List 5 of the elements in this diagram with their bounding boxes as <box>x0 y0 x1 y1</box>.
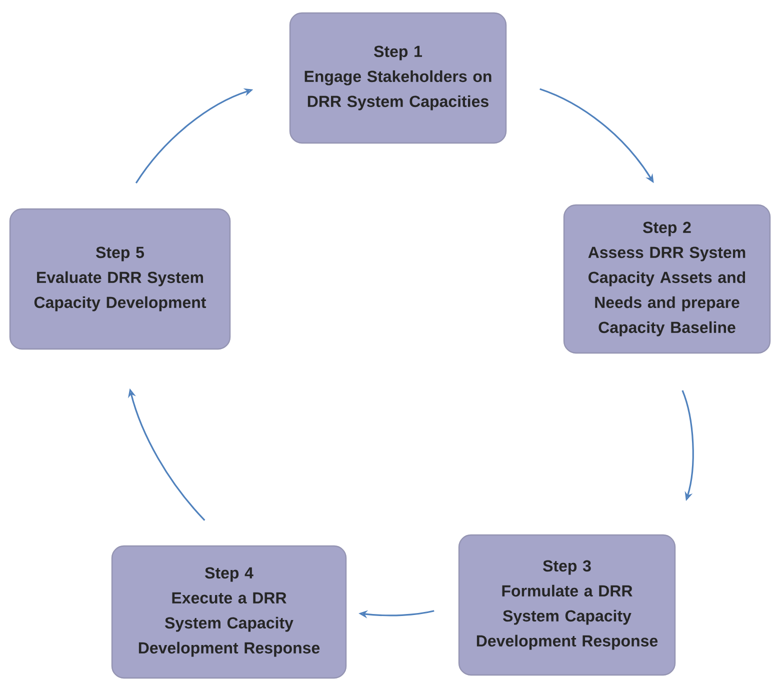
step-box: Step 1 Engage Stakeholders on DRR System Capacities <box>289 12 507 144</box>
step-box: Step 2 Assess DRR System Capacity Assets and Needs and prepare Capacity Baseline <box>563 204 771 354</box>
step-box: Step 5 Evaluate DRR System Capacity Development <box>9 208 231 350</box>
step-box: Step 4 Execute a DRR System Capacity Development Response <box>111 545 347 679</box>
step-box: Step 3 Formulate a DRR System Capacity Development Response <box>458 534 676 676</box>
